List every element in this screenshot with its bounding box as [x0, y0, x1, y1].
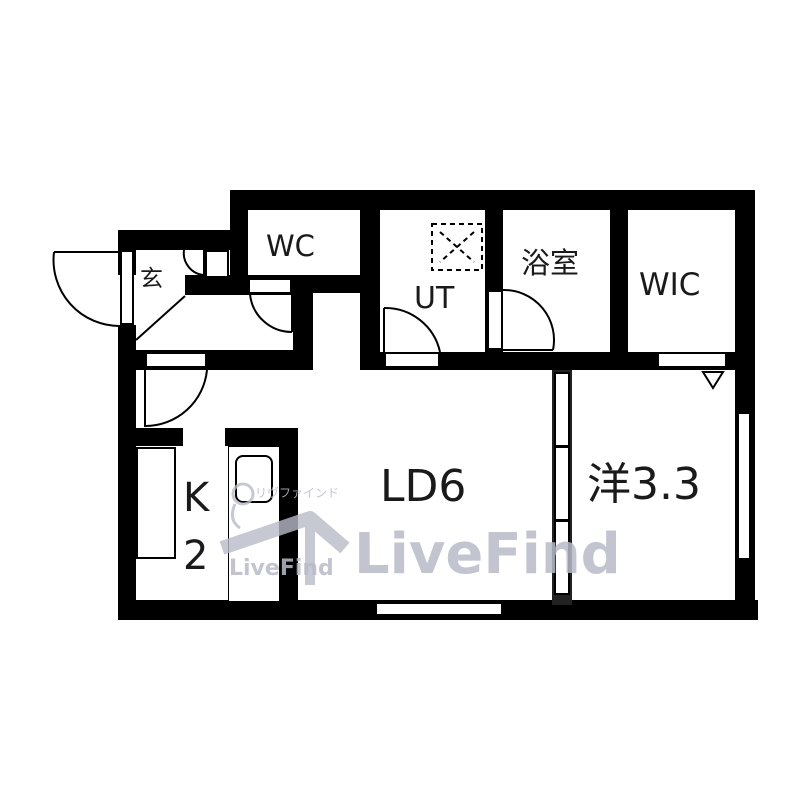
wall-wc-right: [360, 190, 380, 370]
label-bathroom: 浴室: [521, 246, 580, 280]
window-right: [737, 412, 751, 560]
label-kitchen-size: 2: [183, 533, 209, 579]
bath-door-jamb: [487, 290, 503, 350]
kitchen-counter: [136, 447, 176, 559]
label-kitchen-k: K: [183, 475, 210, 521]
label-ut: UT: [414, 281, 455, 316]
wall-wc-bottom: [295, 275, 375, 293]
watermark-logo-small: LiveFind: [229, 556, 334, 581]
wc-door-opening: [248, 278, 292, 294]
wall-wet-bottom: [360, 352, 755, 370]
entrance-storage: [205, 250, 229, 278]
label-wc: WC: [266, 229, 315, 263]
label-western-room: 洋3.3: [587, 459, 701, 510]
window-bottom: [375, 602, 503, 616]
ut-door-opening: [384, 352, 440, 368]
label-ld: LD6: [380, 461, 467, 512]
label-wic: WIC: [639, 267, 701, 303]
wic-door-opening: [657, 352, 727, 368]
wall-bath-wic: [610, 190, 628, 365]
wall-wc-left: [230, 190, 248, 290]
sliding-door-2: [554, 446, 570, 521]
wall-kitchen-island-side: [280, 428, 298, 608]
hall-door-opening: [145, 352, 207, 368]
watermark-logo-large: LiveFind: [354, 522, 621, 587]
wall-kitchen-island-top: [225, 428, 298, 446]
sliding-door-3: [554, 520, 570, 595]
wall-left: [118, 325, 136, 620]
ventilation-fan-icon: [431, 223, 483, 271]
wall-top-left-block: [118, 230, 248, 250]
label-entrance: 玄: [140, 266, 163, 292]
watermark-katakana: リヴファインド: [255, 486, 340, 500]
sliding-door-1: [554, 372, 570, 447]
wall-kitchen-stub: [118, 428, 183, 446]
wall-hall-right: [293, 280, 313, 370]
entrance-door-frame: [120, 250, 134, 325]
